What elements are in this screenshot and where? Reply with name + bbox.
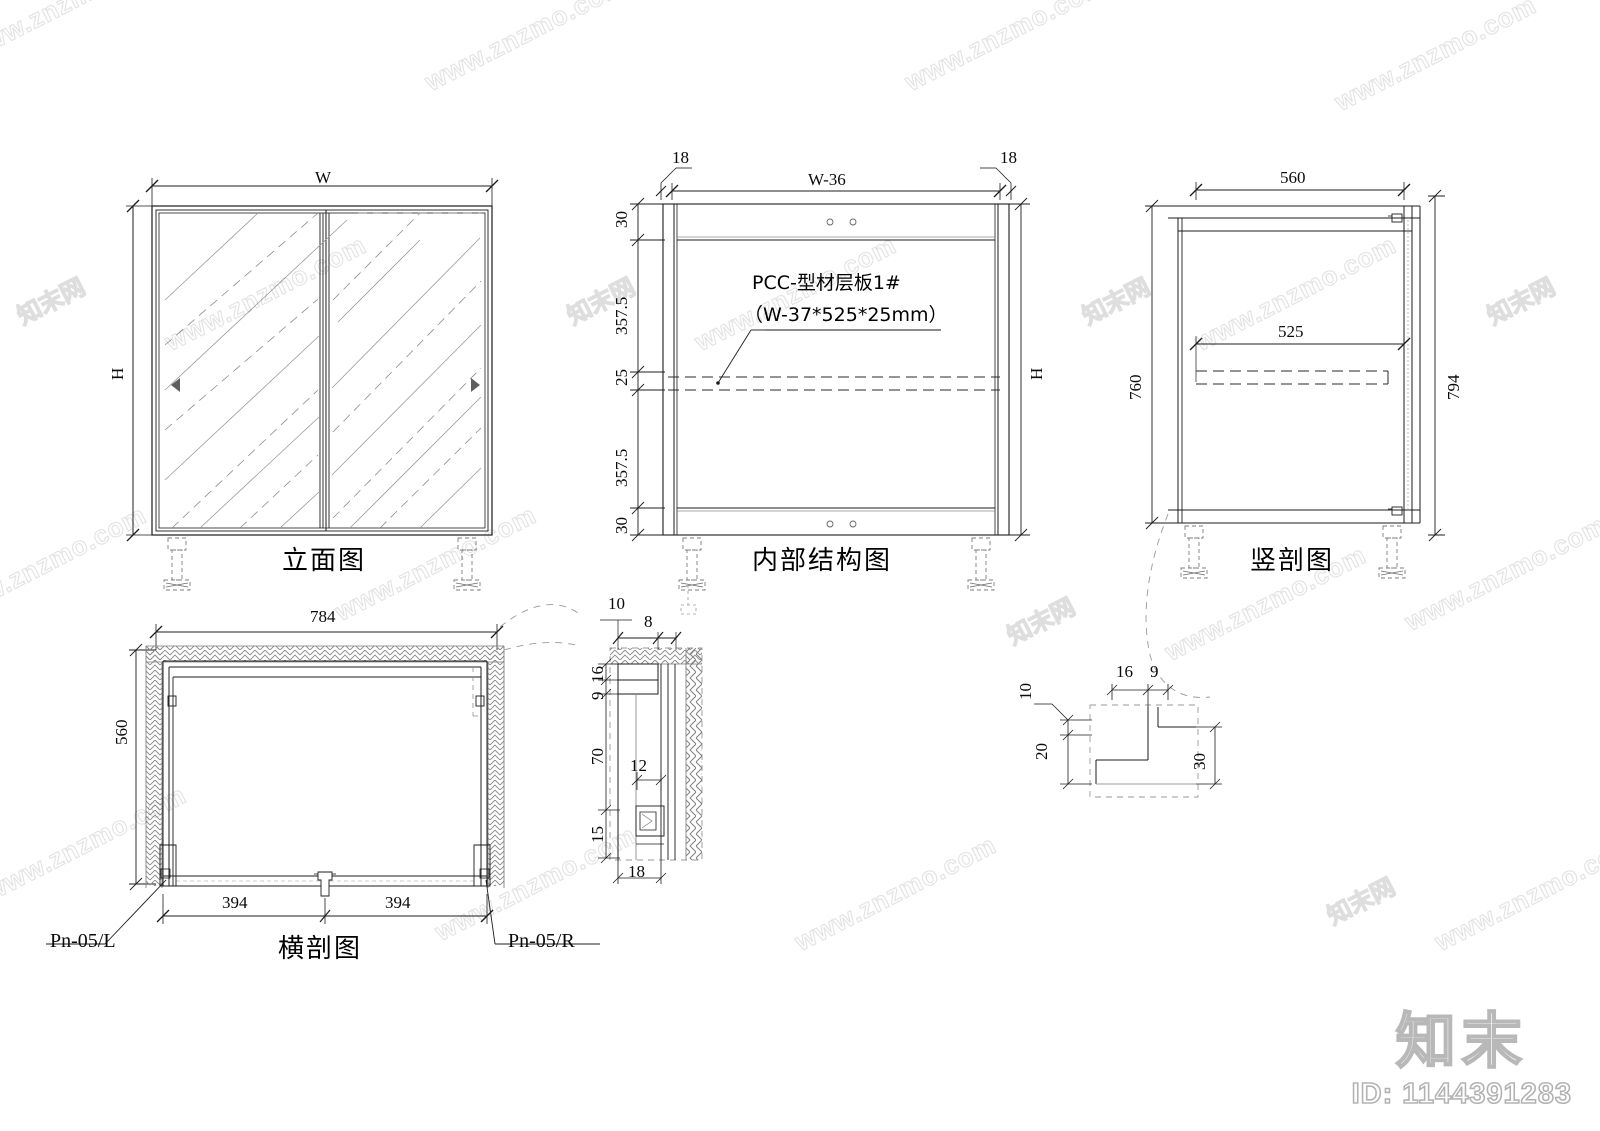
dim-label-w36: W-36 [808,170,846,189]
callout-shelf-line2: （W-37*525*25mm） [744,304,948,326]
dim-label-h-elevation: H [108,367,127,380]
dim-label-30-top: 30 [612,211,631,228]
detail-stile-geometry [499,585,703,884]
dim-label-525: 525 [1278,322,1304,341]
part-tag-pn05l: Pn-05/L [50,930,116,952]
detail-foot-geometry [1034,684,1222,798]
view-internal-geometry [630,167,1030,591]
detail-dim-8: 8 [644,612,653,631]
dim-label-357-5-top: 357.5 [612,296,631,335]
view-horizontal-section-geometry [46,624,600,945]
view-vertical-section-geometry [1145,182,1445,698]
dim-label-560-left: 560 [112,719,131,746]
dim-label-30-bottom: 30 [612,517,631,534]
view-elevation-geometry [126,178,499,591]
foot-dim-16: 16 [1116,662,1133,681]
dim-label-394-left: 394 [222,893,248,912]
detail-dim-10: 10 [608,594,625,613]
detail-dim-15: 15 [588,826,607,843]
view-title-internal: 内部结构图 [752,546,893,576]
callout-shelf-line1: PCC-型材层板1# [752,272,901,294]
detail-dim-16: 16 [588,666,607,683]
dim-label-784: 784 [310,607,336,626]
view-title-horizontal-section: 横剖图 [278,934,363,964]
dim-label-394-right: 394 [385,893,411,912]
dim-label-25: 25 [612,369,631,386]
dim-label-18-right: 18 [1000,148,1017,167]
dim-label-560-top: 560 [1280,168,1306,187]
dim-label-357-5-bottom: 357.5 [612,448,631,487]
foot-dim-9: 9 [1150,662,1159,681]
detail-dim-12: 12 [630,756,647,775]
foot-dim-30: 30 [1190,753,1209,770]
view-title-elevation: 立面图 [282,546,367,576]
view-title-vertical-section: 竖剖图 [1250,546,1335,576]
detail-dim-9: 9 [588,691,607,701]
dim-label-760: 760 [1126,374,1145,401]
foot-dim-10: 10 [1016,683,1035,700]
dim-label-794: 794 [1444,374,1463,401]
dim-label-18-left: 18 [672,148,689,167]
part-tag-pn05r: Pn-05/R [508,930,575,952]
dim-label-h-internal: H [1027,367,1046,380]
detail-dim-18: 18 [628,862,645,881]
dim-label-w: W [315,168,332,187]
foot-dim-20: 20 [1032,743,1051,760]
detail-dim-70: 70 [588,748,607,765]
